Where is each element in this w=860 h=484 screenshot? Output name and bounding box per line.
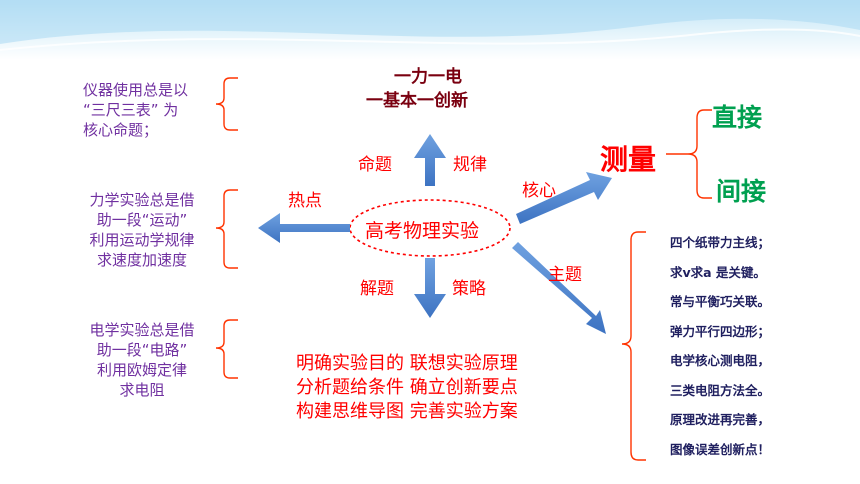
left-block-mechanics-line: 力学实验总是借 — [89, 191, 195, 209]
left-block-electricity: 电学实验总是借 助一段“电路” 利用欧姆定律 求电阻 — [72, 320, 212, 400]
measure-brace — [687, 109, 712, 199]
top-line-1: 一力一电 — [394, 67, 462, 87]
arrow-up — [414, 134, 446, 186]
label-zhuti: 主题 — [548, 265, 582, 285]
left-block-mechanics: 力学实验总是借 助一段“运动” 利用运动学规律 求速度加速度 — [72, 190, 212, 270]
right-list-item: 电学核心测电阻， — [670, 353, 771, 368]
label-mingti: 命题 — [358, 155, 392, 175]
left-brace-bottom — [215, 319, 238, 379]
bottom-step-line: 明确实验目的 联想实验原理 — [296, 353, 518, 374]
left-block-electricity-line: 利用欧姆定律 — [96, 361, 187, 379]
left-block-mechanics-line: 求速度加速度 — [96, 251, 187, 269]
left-block-electricity-line: 求电阻 — [119, 381, 165, 399]
right-list-item: 原理改进再完善， — [670, 412, 771, 427]
header-wave-decoration — [0, 0, 860, 51]
left-block-instruments-line: 仪器使用总是以 — [83, 81, 189, 99]
center-title: 高考物理实验 — [365, 220, 480, 242]
arrow-down — [414, 258, 446, 318]
left-block-electricity-line: 电学实验总是借 — [89, 321, 195, 339]
left-brace-middle — [215, 189, 238, 269]
left-block-instruments: 仪器使用总是以 “三尺三表” 为 核心命题； — [83, 80, 188, 140]
left-brace-top — [215, 77, 238, 131]
left-block-mechanics-line: 助一段“运动” — [96, 211, 188, 229]
right-list-brace — [621, 231, 646, 461]
left-block-instruments-line: 核心命题； — [83, 121, 159, 139]
label-hexin: 核心 — [522, 181, 556, 201]
right-list-item: 四个纸带力主线； — [670, 235, 771, 250]
left-block-instruments-line: “三尺三表” 为 — [83, 101, 179, 119]
left-block-electricity-line: 助一段“电路” — [96, 341, 188, 359]
right-list-item: 常与平衡巧关联。 — [670, 294, 771, 309]
label-jieti: 解题 — [360, 279, 394, 299]
arrow-upper-right — [516, 172, 612, 224]
measure-indirect: 间接 — [716, 177, 767, 206]
arrow-lower-right — [512, 242, 606, 334]
right-list-item: 弹力平行四边形； — [670, 323, 771, 339]
right-list-item: 求v求a 是关键。 — [670, 264, 766, 280]
right-summary-list: 四个纸带力主线； 求v求a 是关键。 常与平衡巧关联。 弹力平行四边形； 电学核… — [670, 228, 770, 464]
label-hot: 热点 — [288, 191, 322, 211]
arrow-left — [258, 213, 350, 243]
measure-direct: 直接 — [712, 103, 763, 132]
bottom-step-line: 构建思维导图 完善实验方案 — [296, 401, 518, 422]
right-list-item: 三类电阻方法全。 — [670, 382, 771, 398]
label-celue: 策略 — [452, 279, 486, 299]
label-guilv: 规律 — [453, 155, 487, 175]
bottom-steps: 明确实验目的 联想实验原理 分析题给条件 确立创新要点 构建思维导图 完善实验方… — [296, 352, 518, 424]
measure-label: 测量 — [600, 143, 657, 176]
center-ellipse — [349, 199, 511, 257]
left-block-mechanics-line: 利用运动学规律 — [89, 231, 195, 249]
bottom-step-line: 分析题给条件 确立创新要点 — [296, 377, 518, 398]
right-list-item: 图像误差创新点！ — [670, 441, 771, 457]
top-line-2: 一基本一创新 — [366, 91, 468, 111]
